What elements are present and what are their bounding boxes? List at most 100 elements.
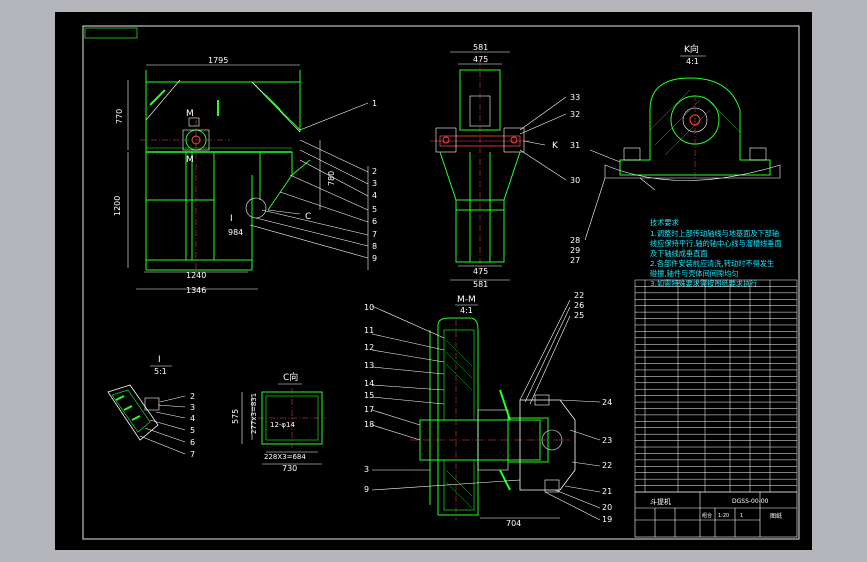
k-view-bearing: K向 4:1: [584, 43, 781, 241]
part-number-d6: 6: [190, 438, 195, 447]
part-number-d3: 3: [190, 403, 195, 412]
part-number-10: 10: [364, 303, 374, 312]
part-number-3: 3: [372, 179, 377, 188]
tech-note-line: 1.调整时上部传动轴线与地基面及下部轴: [650, 229, 779, 238]
mm-view-scale: 4:1: [460, 306, 473, 315]
part-number-26: 26: [574, 301, 584, 310]
part-number-18: 18: [364, 420, 374, 429]
dim-c-width: 730: [282, 464, 297, 473]
dim-top-width: 1795: [208, 56, 228, 65]
c-view: C向 575 277x3=831 12-φ14 228X3=684 730: [231, 371, 326, 473]
k-arrow-label: K: [552, 141, 559, 151]
dim-c-span: 228X3=684: [264, 453, 306, 461]
tech-note-line: 及下轴线成垂直面: [650, 249, 708, 258]
qty-value: 1: [740, 513, 743, 519]
part-number-22b: 22: [602, 461, 612, 470]
detail-i-title: I: [158, 355, 161, 365]
dim-base-outer: 1346: [186, 286, 206, 295]
title-block: [634, 491, 798, 538]
part-number-29: 29: [570, 246, 580, 255]
part-number-32: 32: [570, 110, 580, 119]
dim-section-bottom: 704: [506, 519, 521, 528]
part-number-d5: 5: [190, 426, 195, 435]
sheet-border: [82, 25, 800, 540]
dim-left-lower: 1200: [113, 196, 122, 216]
tech-note-line: 碰撞,轴件与壳体间间隙均匀: [650, 269, 739, 278]
part-number-12: 12: [364, 343, 374, 352]
part-number-20: 20: [602, 503, 612, 512]
part-number-d4: 4: [190, 414, 195, 423]
part-number-23: 23: [602, 436, 612, 445]
part-number-24: 24: [602, 398, 612, 407]
shaft-view-part-numbers: 33 32 31 30: [570, 93, 580, 185]
tech-note-line: 2.各部件安装前应清洗,转动时不得发生: [650, 259, 774, 268]
dim-center-gap: 984: [228, 228, 243, 237]
part-number-28: 28: [570, 236, 580, 245]
mm-section-view: M-M 4:1 704: [371, 295, 601, 528]
dim-left-upper: 770: [115, 109, 124, 124]
shaft-front-view: 581 475 475 581 K: [430, 43, 567, 289]
dim-c-height: 575: [231, 409, 240, 424]
k-view-scale: 4:1: [686, 57, 699, 66]
k-view-part-numbers: 28 29 27: [570, 236, 580, 265]
material-value: 组合: [702, 512, 712, 519]
part-number-6: 6: [372, 217, 377, 226]
dim-shaft-bottom: 581: [473, 280, 488, 289]
c-view-title: C向: [283, 371, 298, 383]
scale-value: 1:20: [718, 513, 729, 519]
part-number-7: 7: [372, 230, 377, 239]
part-number-5: 5: [372, 205, 377, 214]
k-view-title: K向: [684, 43, 699, 55]
dim-base-inner: 1240: [186, 271, 206, 280]
part-number-19: 19: [602, 515, 612, 524]
section-right-part-numbers: 22 26 25 24 23 22 21 20 19: [574, 291, 612, 524]
part-number-13: 13: [364, 361, 374, 370]
part-number-3b: 3: [364, 465, 369, 474]
marker-m-top: M: [186, 109, 194, 119]
part-number-9: 9: [372, 254, 377, 263]
part-number-1: 1: [372, 99, 377, 108]
part-number-17: 17: [364, 405, 374, 414]
marker-i: I: [230, 214, 233, 224]
technical-requirements: 技术要求 1.调整时上部传动轴线与地基面及下部轴 线应保持平行,轴的轴中心线与溜…: [650, 218, 782, 288]
dim-shaft-inner-bottom: 475: [473, 267, 488, 276]
dim-side-mid: 780: [327, 171, 336, 186]
title-block-text: 斗提机 DGSS-00-00 图纸 1:20 1 组合: [650, 497, 782, 520]
tech-note-line: 3.如需特殊要求需按图纸要求执行: [650, 279, 757, 288]
dim-c-pitch: 12-φ14: [270, 421, 296, 429]
part-number-d2: 2: [190, 392, 195, 401]
dim-shaft-top: 581: [473, 43, 488, 52]
mm-view-title: M-M: [457, 295, 476, 305]
drawing-number: DGSS-00-00: [732, 498, 769, 505]
part-number-31: 31: [570, 141, 580, 150]
part-number-15: 15: [364, 391, 374, 400]
part-number-33: 33: [570, 93, 580, 102]
main-view-part-numbers: 1 2 3 4 5 6 7 8 9: [372, 99, 377, 263]
part-number-21: 21: [602, 487, 612, 496]
main-view-leaders: [249, 102, 369, 270]
tech-note-line: 线应保持平行,轴的轴中心线与溜槽线垂面: [650, 239, 782, 248]
main-elevation-view: 1795 770 1200 1240 1346 780 984: [113, 56, 336, 295]
part-number-27: 27: [570, 256, 580, 265]
detail-i-part-numbers: 2 3 4 5 6 7: [190, 392, 195, 459]
part-number-d7: 7: [190, 450, 195, 459]
tech-notes-title: 技术要求: [650, 218, 679, 227]
part-number-22a: 22: [574, 291, 584, 300]
part-number-9b: 9: [364, 485, 369, 494]
dim-shaft-inner-top: 475: [473, 55, 488, 64]
part-number-11: 11: [364, 326, 374, 335]
part-number-30: 30: [570, 176, 580, 185]
drawing-title: 斗提机: [650, 497, 671, 506]
detail-i-scale: 5:1: [154, 367, 167, 376]
dim-c-stack: 277x3=831: [250, 393, 258, 434]
detail-i-view: I 5:1: [107, 355, 186, 455]
part-number-25: 25: [574, 311, 584, 320]
sheet-label: 图纸: [770, 512, 782, 520]
section-left-part-numbers: 10 11 12 13 14 15 17 18 3 9: [364, 303, 374, 494]
marker-m-bottom: M: [186, 155, 194, 165]
part-number-2: 2: [372, 167, 377, 176]
part-number-14: 14: [364, 379, 374, 388]
part-number-8: 8: [372, 242, 377, 251]
marker-c: C: [305, 212, 311, 222]
